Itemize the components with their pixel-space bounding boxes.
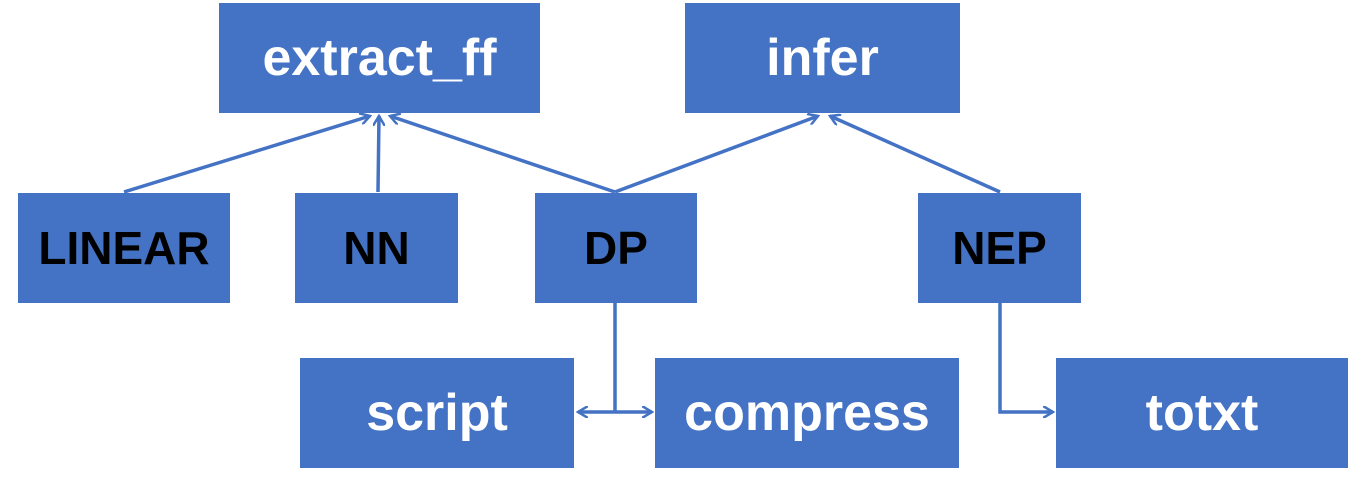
node-compress: compress (655, 358, 959, 468)
node-nn: NN (295, 193, 458, 303)
node-dp: DP (535, 193, 697, 303)
edge-nn-to-extract-ff (378, 116, 379, 193)
node-label: compress (684, 384, 930, 442)
node-infer: infer (685, 3, 960, 113)
node-label: DP (584, 222, 648, 274)
edge-dp-to-infer (614, 116, 818, 194)
node-linear: LINEAR (18, 193, 230, 303)
edge-linear-to-extract-ff (123, 116, 370, 194)
node-totxt: totxt (1056, 358, 1348, 468)
node-label: extract_ff (262, 29, 497, 87)
node-script: script (300, 358, 574, 468)
node-label: NN (343, 222, 410, 274)
node-nep: NEP (918, 193, 1081, 303)
edge-nep-to-infer (830, 116, 1001, 194)
node-label: script (366, 384, 508, 442)
edge-dp-to-extract-ff (390, 116, 616, 194)
node-label: totxt (1145, 384, 1259, 442)
node-label: infer (766, 29, 879, 87)
edge-nep-to-totxt (998, 303, 1053, 412)
node-label: NEP (952, 222, 1047, 274)
node-label: LINEAR (38, 222, 210, 274)
node-extract-ff: extract_ff (219, 3, 540, 113)
